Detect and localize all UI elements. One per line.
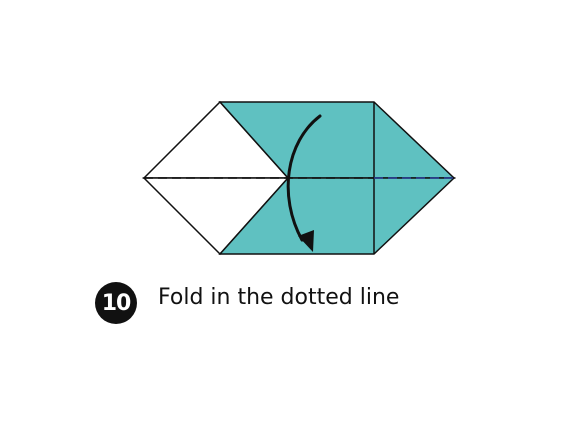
fold-direction-arrow [286,114,322,242]
step-instruction: Fold in the dotted line [158,285,400,310]
step-number-badge: 10 [95,282,137,324]
fold-arrow-head-icon [298,230,314,252]
